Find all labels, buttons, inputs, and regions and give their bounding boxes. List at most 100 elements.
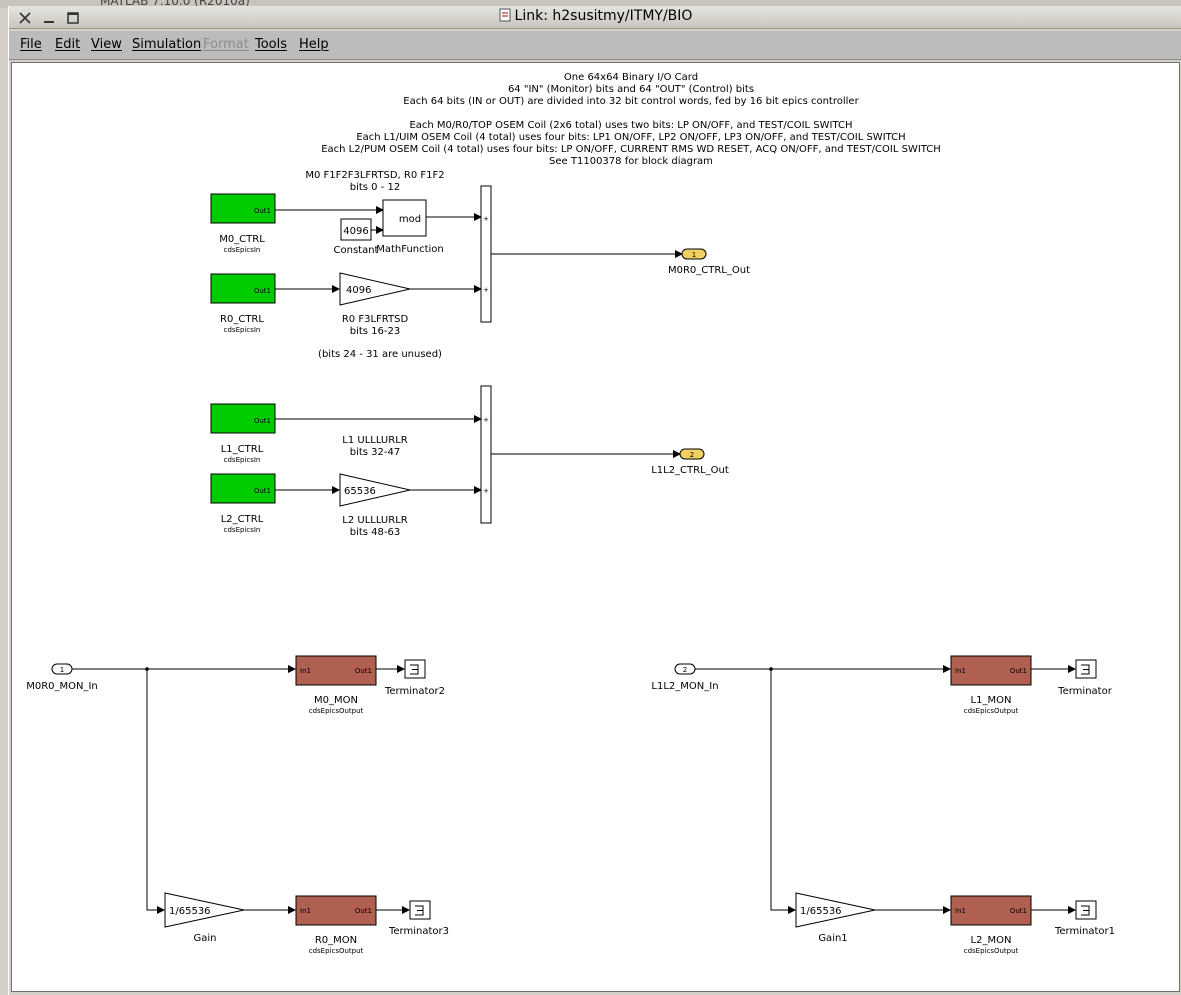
outport-2[interactable]: 2 (679, 448, 705, 460)
inport-1-num: 1 (60, 666, 64, 674)
sum2-sign-2: + (483, 487, 489, 495)
l2-ctrl-port: Out1 (254, 487, 271, 495)
r0-mon-in: In1 (300, 907, 311, 915)
m0-mon-type: cdsEpicsOutput (309, 707, 364, 715)
constant-block[interactable]: 4096 (340, 218, 372, 241)
l1-bits-range: bits 32-47 (350, 447, 401, 458)
background-matlab-window: MATLAB 7.10.0 (R2010a) (0, 0, 1181, 8)
inport-2-name: L1L2_MON_In (651, 681, 718, 692)
m0-ctrl-block[interactable]: Out1 (210, 193, 276, 224)
terminator2-name: Terminator2 (384, 686, 445, 697)
maximize-icon[interactable] (65, 10, 81, 26)
l1-mon-name: L1_MON (971, 695, 1012, 706)
minimize-icon[interactable] (41, 10, 57, 26)
terminator2-block[interactable] (404, 659, 426, 679)
constant-value: 4096 (343, 226, 368, 237)
m0-mon-in: In1 (300, 667, 311, 675)
inport-2[interactable]: 2 (674, 663, 696, 675)
sum2-sign-1: + (483, 416, 489, 424)
l1-ctrl-name: L1_CTRL (221, 444, 264, 455)
gain-65536-block[interactable]: 65536 (339, 473, 411, 507)
l2-ctrl-name: L2_CTRL (221, 514, 264, 525)
header-line-1: One 64x64 Binary I/O Card (564, 72, 698, 83)
gain-4096-block[interactable]: 4096 (339, 272, 411, 306)
outport-1[interactable]: 1 (681, 248, 707, 260)
l2-ctrl-block[interactable]: Out1 (210, 473, 276, 504)
menu-view[interactable]: View (91, 37, 122, 52)
header-line-8: See T1100378 for block diagram (549, 156, 713, 167)
title-bar[interactable]: Link: h2susitmy/ITMY/BIO (9, 6, 1181, 29)
r0-mon-out: Out1 (355, 907, 372, 915)
menu-file[interactable]: File (20, 37, 42, 52)
r0-ctrl-name: R0_CTRL (220, 314, 264, 325)
header-line-6: Each L1/UIM OSEM Coil (4 total) uses fou… (356, 132, 905, 143)
model-canvas[interactable]: One 64x64 Binary I/O Card 64 "IN" (Monit… (11, 62, 1180, 992)
m0-mon-name: M0_MON (314, 695, 358, 706)
l1-ctrl-block[interactable]: Out1 (210, 403, 276, 434)
r0-ctrl-type: cdsEpicsIn (224, 326, 261, 334)
close-icon[interactable] (17, 10, 33, 26)
outport-2-name: L1L2_CTRL_Out (651, 465, 729, 476)
l2-mon-block[interactable]: In1 Out1 (950, 895, 1032, 926)
window-title-text: Link: h2susitmy/ITMY/BIO (514, 8, 693, 24)
background-window-title: MATLAB 7.10.0 (R2010a) (100, 0, 250, 8)
terminator1-name: Terminator1 (1054, 926, 1115, 937)
gain-block[interactable]: 1/65536 (164, 892, 245, 928)
wire-branch-to-gain1 (770, 669, 796, 914)
outport-1-name: M0R0_CTRL_Out (668, 265, 750, 276)
r0-ctrl-port: Out1 (254, 287, 271, 295)
l1-mon-type: cdsEpicsOutput (964, 707, 1019, 715)
inport-1-name: M0R0_MON_In (26, 681, 98, 692)
inport-1[interactable]: 1 (51, 663, 73, 675)
sum1-sign-2: + (483, 286, 489, 294)
menu-simulation[interactable]: Simulation (132, 37, 202, 52)
header-line-5: Each M0/R0/TOP OSEM Coil (2x6 total) use… (409, 120, 852, 131)
m0-mon-out: Out1 (355, 667, 372, 675)
gain-name: Gain (194, 933, 217, 944)
m0-bits-range: bits 0 - 12 (350, 182, 401, 193)
inport-2-num: 2 (683, 666, 687, 674)
sum-block-2[interactable]: + + (480, 385, 492, 524)
menu-edit[interactable]: Edit (55, 37, 81, 52)
header-line-7: Each L2/PUM OSEM Coil (4 total) uses fou… (321, 144, 941, 155)
terminator-name: Terminator (1057, 686, 1113, 697)
outport-1-num: 1 (692, 251, 696, 259)
l1-mon-out: Out1 (1010, 667, 1027, 675)
header-annotation: One 64x64 Binary I/O Card 64 "IN" (Monit… (321, 72, 941, 167)
l2-mon-type: cdsEpicsOutput (964, 947, 1019, 955)
sum-block-1[interactable]: + + (480, 185, 492, 323)
terminator1-block[interactable] (1075, 900, 1097, 920)
gain1-block[interactable]: 1/65536 (795, 892, 876, 928)
terminator-block[interactable] (1075, 659, 1097, 679)
l1-ctrl-type: cdsEpicsIn (224, 456, 261, 464)
terminator3-block[interactable] (409, 900, 431, 920)
outport-2-num: 2 (690, 451, 694, 459)
r0-mon-name: R0_MON (315, 935, 357, 946)
window-title: Link: h2susitmy/ITMY/BIO (9, 8, 1181, 24)
menu-tools[interactable]: Tools (255, 37, 288, 52)
r0-mon-block[interactable]: In1 Out1 (295, 895, 377, 926)
r0-ctrl-block[interactable]: Out1 (210, 273, 276, 304)
menu-bar: File Edit View Simulation Format Tools H… (9, 31, 1181, 60)
constant-name: Constant (334, 245, 379, 256)
m0-mon-block[interactable]: In1 Out1 (295, 655, 377, 686)
menu-help[interactable]: Help (299, 37, 329, 52)
l2-bits-range: bits 48-63 (350, 527, 401, 538)
l1-mon-in: In1 (955, 667, 966, 675)
m0-ctrl-port: Out1 (254, 207, 271, 215)
wire-branch-to-gain (146, 669, 165, 914)
l2-ctrl-type: cdsEpicsIn (224, 526, 261, 534)
r0-mon-type: cdsEpicsOutput (309, 947, 364, 955)
l1-ctrl-port: Out1 (254, 417, 271, 425)
math-function-block[interactable]: mod (382, 199, 427, 237)
gain-value: 1/65536 (169, 906, 211, 917)
unused-bits-note: (bits 24 - 31 are unused) (318, 349, 442, 360)
header-line-2: 64 "IN" (Monitor) bits and 64 "OUT" (Con… (508, 84, 754, 95)
m0-bits-title: M0 F1F2F3LFRTSD, R0 F1F2 (305, 170, 444, 181)
l1-mon-block[interactable]: In1 Out1 (950, 655, 1032, 686)
l2-bits-title: L2 ULLLURLR (342, 515, 407, 526)
math-function-op: mod (399, 214, 421, 225)
m0-ctrl-type: cdsEpicsIn (224, 246, 261, 254)
menu-format[interactable]: Format (203, 37, 249, 52)
l1-bits-title: L1 ULLLURLR (342, 435, 407, 446)
